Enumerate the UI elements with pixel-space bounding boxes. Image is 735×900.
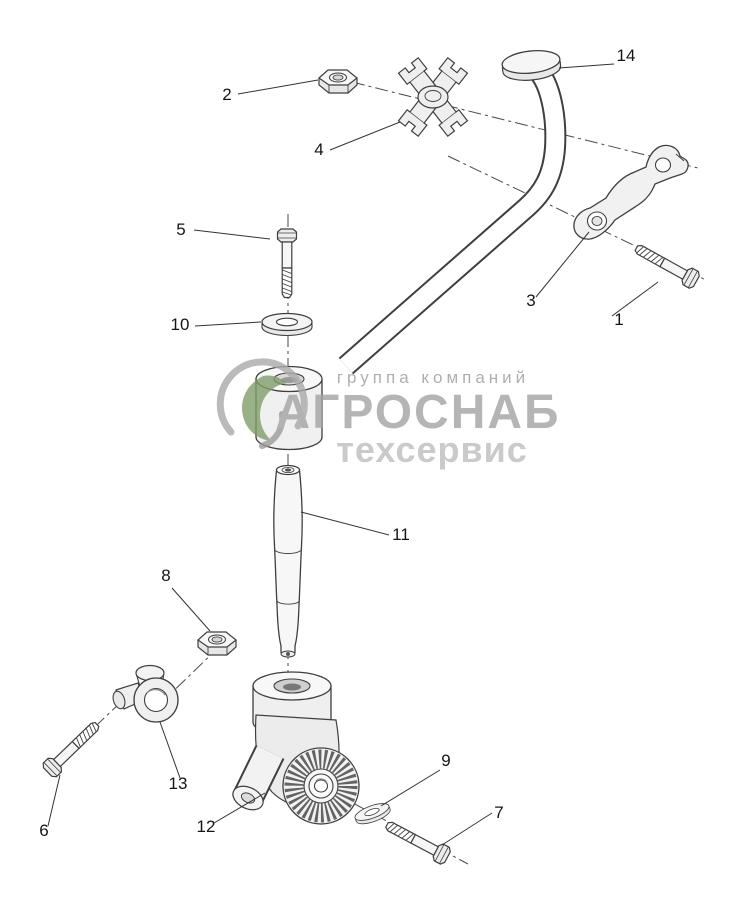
callout-12: 12 (197, 817, 216, 836)
part-5-bolt (276, 228, 298, 299)
callout-8: 8 (161, 566, 170, 585)
part-14-lever (338, 49, 567, 375)
leader-lines (47, 63, 659, 846)
watermark-logo-icon (216, 358, 308, 449)
callout-9: 9 (441, 751, 450, 770)
part-1-bolt (631, 239, 702, 291)
part-7-bolt (381, 815, 453, 867)
callout-2: 2 (222, 85, 231, 104)
knurled-wheel (282, 747, 360, 825)
watermark: группа компаний АГРОСНАБ техсервис (216, 358, 560, 470)
callout-10: 10 (171, 315, 190, 334)
callout-3: 3 (526, 291, 535, 310)
callout-7: 7 (494, 803, 503, 822)
lever-knob (501, 49, 562, 81)
callout-1: 1 (614, 310, 623, 329)
part-4-cross-coupling (397, 57, 469, 137)
callout-11: 11 (392, 525, 410, 544)
part-9-washer (352, 799, 393, 828)
watermark-line2: АГРОСНАБ (275, 386, 560, 439)
callout-numbers: 1 2 3 4 5 6 7 8 9 10 11 12 13 14 (39, 46, 635, 840)
callout-14: 14 (617, 46, 636, 65)
part-11-shaft (273, 464, 303, 658)
watermark-line3: техсервис (336, 429, 528, 470)
part-8-hex-nut (197, 631, 237, 656)
callout-6: 6 (39, 821, 48, 840)
part-2-hex-nut (318, 69, 358, 94)
part-6-bolt (40, 717, 105, 780)
part-3-lever-plate (573, 144, 689, 240)
part-12-housing (232, 671, 360, 825)
callout-4: 4 (314, 140, 323, 159)
part-13-clamp (112, 664, 179, 723)
axis-nut8-clamp (157, 645, 221, 707)
axis-upper-diagonal (351, 81, 699, 169)
callout-13: 13 (169, 774, 188, 793)
callout-5: 5 (176, 220, 185, 239)
part-10-washer (261, 312, 313, 337)
watermark-line1: группа компаний (337, 368, 529, 387)
